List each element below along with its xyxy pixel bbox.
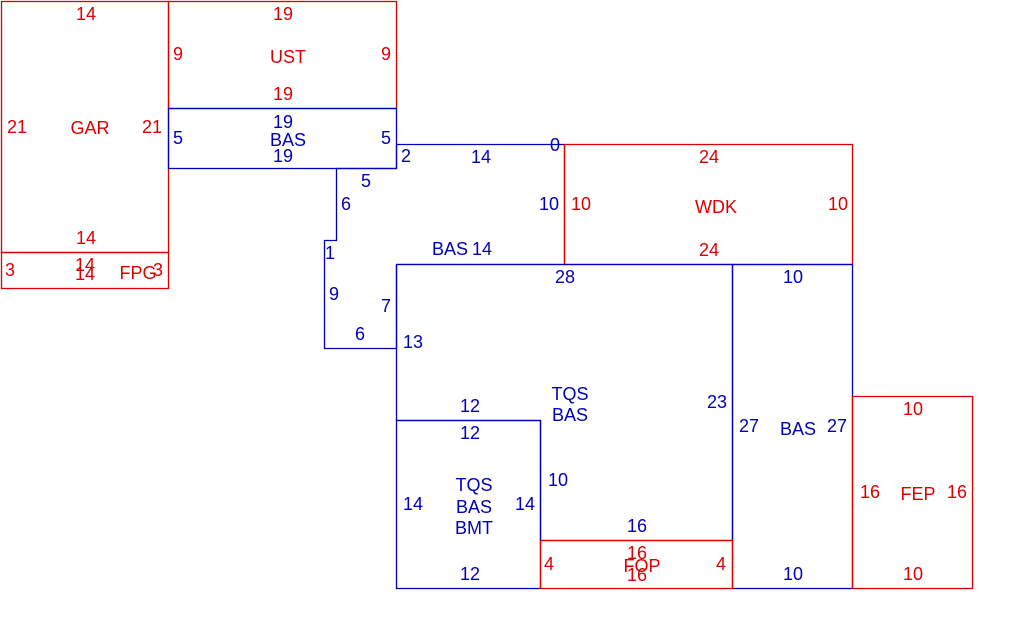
fpg-dimension: 14 — [75, 255, 95, 275]
tqs-bas-bmt-label: TQS — [455, 475, 492, 495]
tqs-bas-dimension: 23 — [707, 392, 727, 412]
bas-main-dimension: 10 — [539, 194, 559, 214]
ust-dimension: 19 — [273, 4, 293, 24]
tqs-bas-dimension: 12 — [460, 396, 480, 416]
bas-main-dimension: 9 — [329, 284, 339, 304]
ust-dimension: 9 — [381, 44, 391, 64]
fop-dimension: 16 — [627, 543, 647, 563]
bas-main-dimension: 14 — [471, 147, 491, 167]
tqs-bas-bmt-dimension: 12 — [460, 423, 480, 443]
bas-right-dimension: 10 — [783, 267, 803, 287]
fop-dimension: 4 — [716, 554, 726, 574]
bas-main-dimension: 14 — [472, 239, 492, 259]
fep-dimension: 16 — [860, 482, 880, 502]
fep-dimension: 10 — [903, 399, 923, 419]
tqs-bas-dimension: 16 — [627, 516, 647, 536]
bas-main-dimension: 2 — [401, 146, 411, 166]
tqs-bas-bmt-dimension: 14 — [515, 494, 535, 514]
gar-dimension: 21 — [7, 117, 27, 137]
fop-dimension: 16 — [627, 565, 647, 585]
bas-right-dimension: 10 — [783, 564, 803, 584]
fpg-label: FPG — [119, 263, 156, 283]
bas-main-dimension: 28 — [555, 267, 575, 287]
fep-outline — [851, 395, 974, 590]
fpg-dimension: 14 — [75, 264, 95, 284]
wdk-label: WDK — [695, 197, 737, 217]
tqs-bas-dimension: 10 — [548, 470, 568, 490]
bas-main-dimension: 6 — [341, 194, 351, 214]
bas-main-dimension: 6 — [355, 324, 365, 344]
gar-dimension: 21 — [142, 117, 162, 137]
bas-top-dimension: 5 — [381, 128, 391, 148]
fpg-dimension: 3 — [5, 260, 15, 280]
bas-top-dimension: 19 — [273, 112, 293, 132]
bas-main-dimension: 7 — [381, 296, 391, 316]
ust-label: UST — [270, 47, 306, 67]
bas-top-dimension: 19 — [273, 146, 293, 166]
tqs-bas-bmt-label: BAS — [456, 497, 492, 517]
gar-dimension: 14 — [76, 4, 96, 24]
bas-right-dimension: 27 — [827, 416, 847, 436]
ust-dimension: 19 — [273, 84, 293, 104]
wdk-dimension: 10 — [828, 194, 848, 214]
fop-label: FOP — [623, 556, 660, 576]
bas-main-dimension: 1 — [325, 243, 335, 263]
bas-top-label: BAS — [270, 130, 306, 150]
ust-dimension: 9 — [173, 44, 183, 64]
gar-dimension: 14 — [76, 228, 96, 248]
tqs-bas-bmt-dimension: 12 — [460, 564, 480, 584]
bas-main-dimension: 13 — [403, 332, 423, 352]
tqs-bas-label: TQS — [551, 384, 588, 404]
wdk-dimension: 10 — [571, 194, 591, 214]
tqs-bas-bmt-outline — [395, 419, 542, 590]
fop-outline — [539, 539, 734, 590]
fep-dimension: 16 — [947, 482, 967, 502]
bas-main-label: BAS — [432, 239, 468, 259]
bas-main-dimension: 0 — [550, 135, 560, 155]
tqs-bas-bmt-dimension: 14 — [403, 494, 423, 514]
tqs-bas-bmt-label: BMT — [455, 518, 493, 538]
fep-label: FEP — [900, 484, 935, 504]
bas-top-outline — [167, 107, 398, 170]
wdk-dimension: 24 — [699, 240, 719, 260]
gar-label: GAR — [70, 118, 109, 138]
fop-dimension: 4 — [544, 554, 554, 574]
bas-main-dimension: 5 — [361, 171, 371, 191]
tqs-bas-label: BAS — [552, 405, 588, 425]
bas-right-label: BAS — [780, 419, 816, 439]
fep-dimension: 10 — [903, 564, 923, 584]
bas-right-dimension: 27 — [739, 416, 759, 436]
fpg-outline — [0, 251, 170, 290]
fpg-dimension: 3 — [153, 260, 163, 280]
wdk-dimension: 24 — [699, 147, 719, 167]
bas-top-dimension: 5 — [173, 128, 183, 148]
